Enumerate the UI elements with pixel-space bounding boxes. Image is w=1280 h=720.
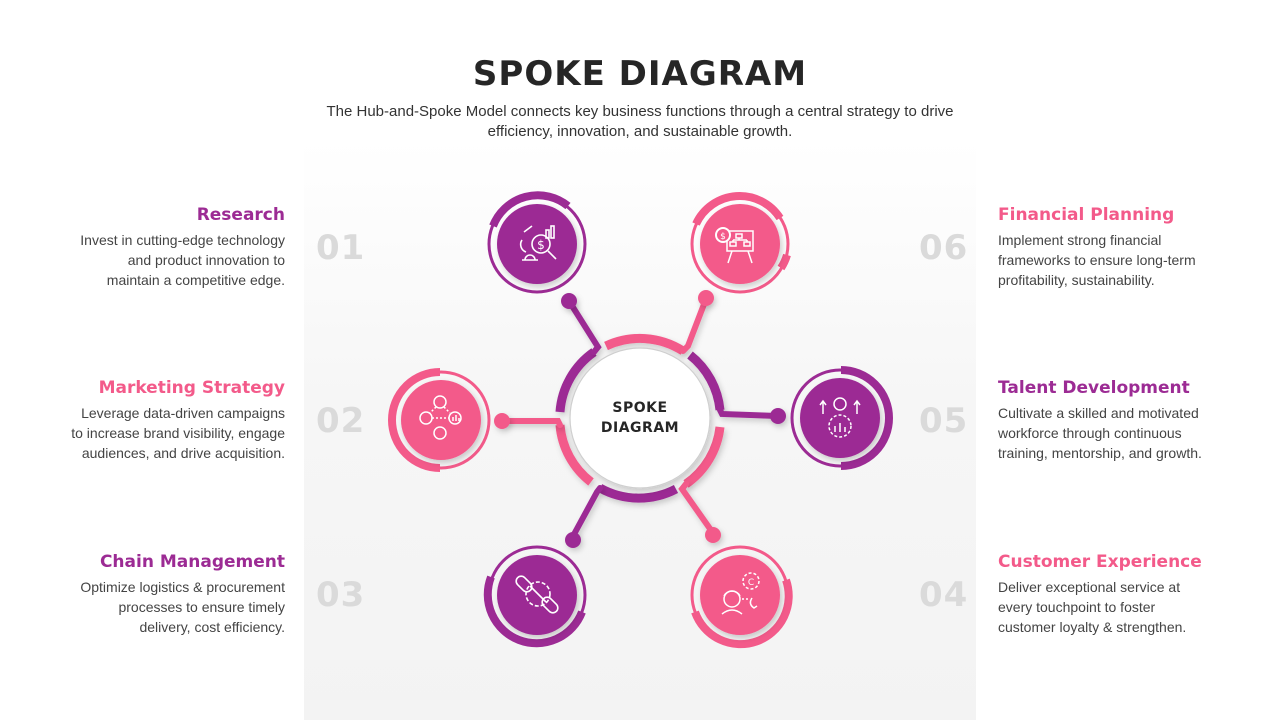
desc-line: profitability, sustainability.	[998, 272, 1155, 288]
page-subtitle: The Hub-and-Spoke Model connects key bus…	[290, 102, 990, 142]
customer-support-icon: C	[721, 572, 760, 615]
item-talent-development: Talent Development Cultivate a skilled a…	[998, 377, 1238, 463]
item-chain-management: Chain Management Optimize logistics & pr…	[45, 551, 285, 637]
svg-text:$: $	[720, 232, 726, 242]
desc-line: Cultivate a skilled and motivated	[998, 405, 1199, 421]
number-02: 02	[316, 401, 366, 441]
marketing-network-gear-icon	[419, 395, 462, 440]
subtitle-line-2: efficiency, innovation, and sustainable …	[487, 123, 793, 140]
desc-line: Implement strong financial	[998, 232, 1162, 248]
subtitle-line-1: The Hub-and-Spoke Model connects key bus…	[326, 103, 954, 120]
number-01: 01	[316, 228, 366, 268]
item-description: Optimize logistics & procurement process…	[45, 577, 285, 637]
desc-line: to increase brand visibility, engage	[71, 425, 285, 441]
hub-ring	[555, 333, 725, 503]
node-customer-experience[interactable]: C	[690, 545, 793, 649]
node-chain-management[interactable]	[483, 545, 587, 648]
node-financial-planning[interactable]: $	[690, 192, 791, 294]
desc-line: Optimize logistics & procurement	[80, 579, 285, 595]
item-description: Cultivate a skilled and motivated workfo…	[998, 403, 1238, 463]
item-description: Implement strong financial frameworks to…	[998, 230, 1238, 290]
desc-line: Invest in cutting-edge technology	[80, 232, 285, 248]
desc-line: Leverage data-driven campaigns	[81, 405, 285, 421]
svg-text:C: C	[748, 578, 754, 588]
item-research: Research Invest in cutting-edge technolo…	[45, 204, 285, 290]
talent-growth-gear-icon	[819, 397, 861, 438]
number-05: 05	[919, 401, 969, 441]
desc-line: and product innovation to	[127, 252, 285, 268]
hub-label-line-1: SPOKE	[612, 400, 668, 416]
desc-line: frameworks to ensure long-term	[998, 252, 1196, 268]
item-customer-experience: Customer Experience Deliver exceptional …	[998, 551, 1238, 637]
svg-text:$: $	[537, 238, 545, 252]
desc-line: customer loyalty & strengthen.	[998, 619, 1187, 635]
hub-circle	[569, 347, 711, 489]
item-title: Financial Planning	[998, 205, 1175, 225]
node-marketing-strategy[interactable]	[388, 368, 491, 472]
hub-label-line-2: DIAGRAM	[600, 420, 680, 436]
page-title: SPOKE DIAGRAM	[472, 54, 808, 94]
chain-link-gear-icon	[515, 575, 559, 614]
financial-presentation-board-icon: $	[715, 227, 754, 264]
item-description: Leverage data-driven campaigns to increa…	[45, 403, 285, 463]
research-magnifier-dollar-icon: $	[519, 225, 557, 261]
item-description: Deliver exceptional service at every tou…	[998, 577, 1238, 637]
item-title: Customer Experience	[998, 552, 1202, 572]
spoke-dots	[494, 290, 786, 548]
item-marketing-strategy: Marketing Strategy Leverage data-driven …	[45, 377, 285, 463]
node-research[interactable]: $	[487, 191, 587, 294]
spokes	[500, 296, 780, 541]
desc-line: processes to ensure timely	[118, 599, 285, 615]
desc-line: workforce through continuous	[998, 425, 1182, 441]
number-04: 04	[919, 575, 969, 615]
item-title: Research	[196, 205, 285, 225]
item-title: Talent Development	[998, 378, 1190, 398]
number-06: 06	[919, 228, 969, 268]
desc-line: Deliver exceptional service at	[998, 579, 1181, 595]
desc-line: delivery, cost efficiency.	[139, 619, 285, 635]
item-title: Marketing Strategy	[98, 378, 285, 398]
item-description: Invest in cutting-edge technology and pr…	[45, 230, 285, 290]
desc-line: maintain a competitive edge.	[106, 272, 285, 288]
hub-label: SPOKE DIAGRAM	[570, 398, 710, 438]
desc-line: every touchpoint to foster	[998, 599, 1156, 615]
node-talent-development[interactable]	[790, 366, 893, 470]
item-title: Chain Management	[99, 552, 285, 572]
desc-line: training, mentorship, and growth.	[998, 445, 1202, 461]
number-03: 03	[316, 575, 366, 615]
item-financial-planning: Financial Planning Implement strong fina…	[998, 204, 1238, 290]
desc-line: audiences, and drive acquisition.	[81, 445, 285, 461]
